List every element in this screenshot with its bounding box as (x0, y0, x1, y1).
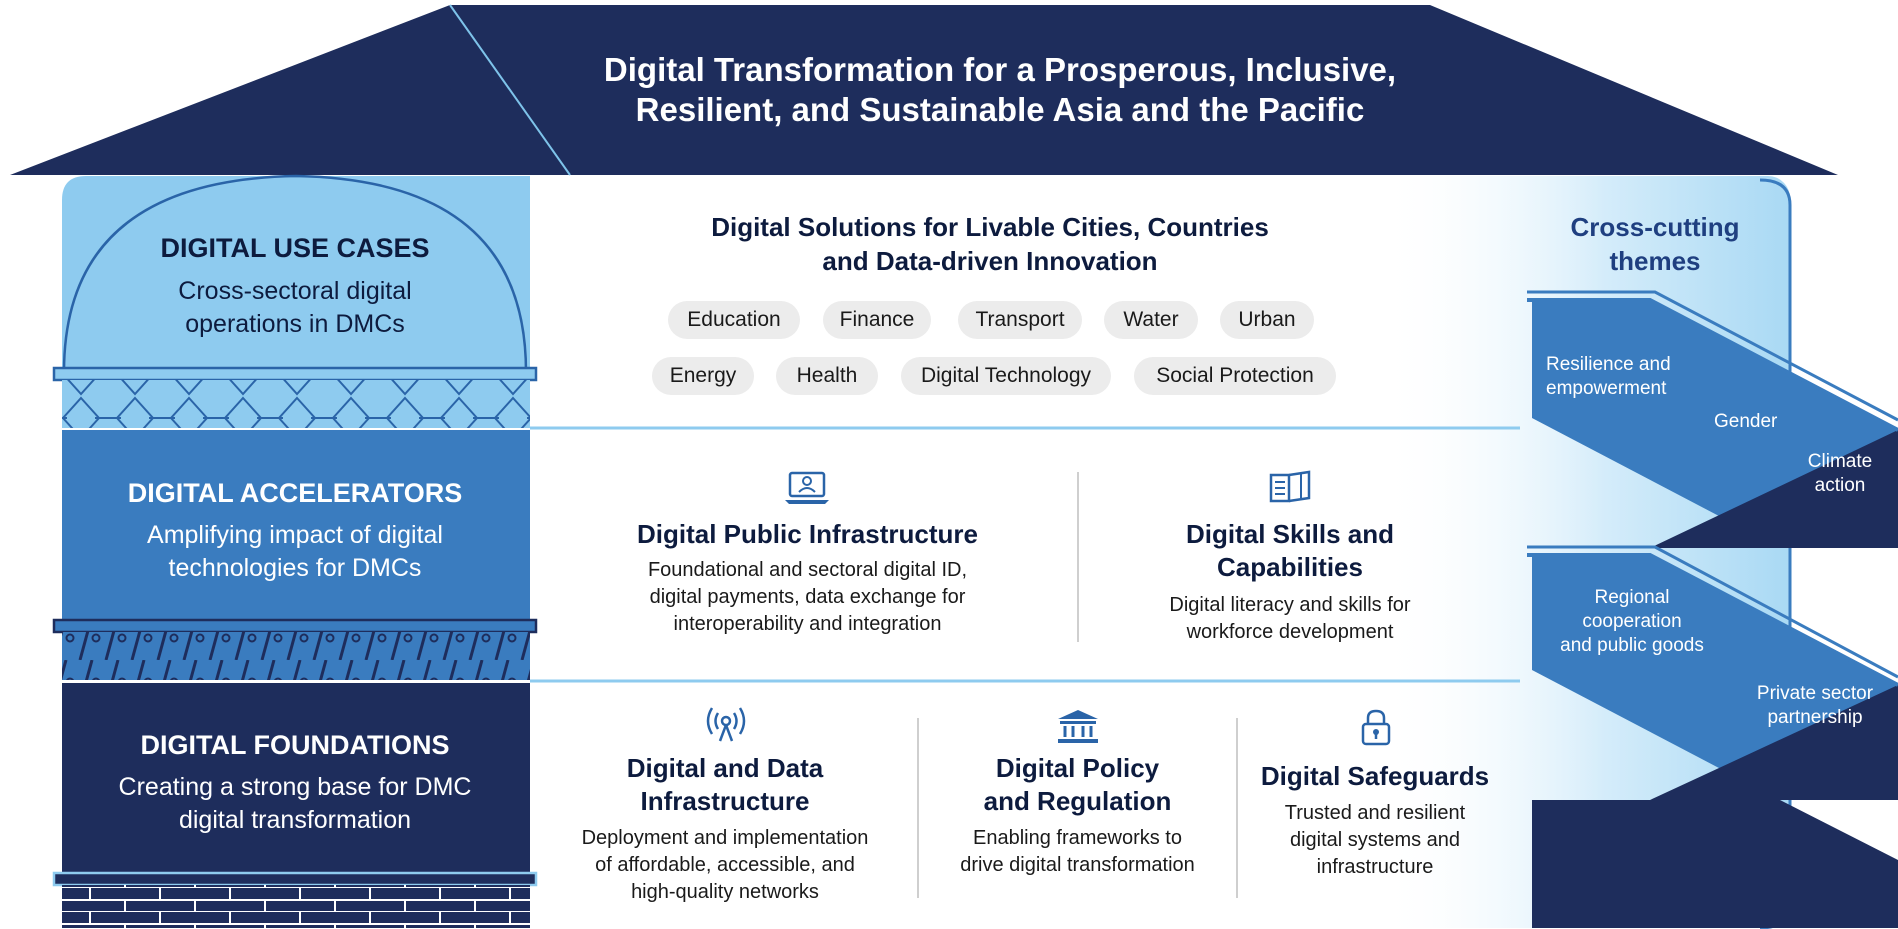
theme-gender: Gender (1714, 411, 1778, 432)
cross-cutting-title-line1: Cross-cutting (1570, 212, 1740, 242)
sector-pill-transport: Transport (958, 301, 1082, 339)
foundations-sub-line1: Creating a strong base for DMC (118, 773, 472, 801)
accelerators-subtitle: Amplifying impact of digital technologie… (60, 519, 530, 585)
infra-title: Digital and Data Infrastructure (560, 752, 890, 818)
sector-pill-energy: Energy (652, 357, 754, 395)
theme-climate: Climate action (1790, 450, 1890, 498)
foundations-subtitle: Creating a strong base for DMC digital t… (60, 771, 530, 837)
skills-title: Digital Skills and Capabilities (1120, 518, 1460, 584)
theme-private-line1: Private sector (1756, 683, 1874, 704)
infra-description: Deployment and implementation of afforda… (555, 825, 895, 906)
sector-pill-social-protection: Social Protection (1134, 357, 1336, 395)
skills-description: Digital literacy and skills for workforc… (1120, 592, 1460, 646)
antenna-icon (706, 707, 746, 742)
accelerators-heading: DIGITAL ACCELERATORS (127, 478, 463, 508)
upper-stair (1527, 290, 1898, 548)
theme-private-sector: Private sector partnership (1740, 682, 1890, 730)
foundations-sub-line2: digital transformation (178, 806, 412, 834)
roof-title-line2: Resilient, and Sustainable Asia and the … (635, 91, 1365, 128)
sector-pill-water: Water (1104, 301, 1198, 339)
foundations-ledge (52, 871, 538, 887)
infra-title-line1: Digital and Data (626, 753, 824, 783)
theme-resilience-line1: Resilience and (1546, 354, 1671, 375)
dpi-description: Foundational and sectoral digital ID, di… (600, 557, 1015, 638)
use-cases-subtitle: Cross-sectoral digital operations in DMC… (60, 275, 530, 341)
use-cases-tier (62, 176, 530, 428)
roof-divider-line (449, 4, 571, 176)
laptop-user-icon (785, 471, 829, 504)
safeguards-desc-line2: digital systems and (1289, 829, 1461, 851)
roof-shape (10, 5, 1838, 175)
sector-pill-urban: Urban (1220, 301, 1314, 339)
use-cases-sub-line1: Cross-sectoral digital (178, 277, 412, 305)
use-cases-heading: DIGITAL USE CASES (160, 233, 430, 263)
use-cases-pattern (62, 380, 530, 428)
dpi-desc-line1: Foundational and sectoral digital ID, (647, 559, 968, 581)
foundations-heading: DIGITAL FOUNDATIONS (140, 730, 450, 760)
sector-pill-health: Health (776, 357, 878, 395)
safeguards-description: Trusted and resilient digital systems an… (1250, 800, 1500, 881)
theme-regional: Regional cooperation and public goods (1536, 586, 1728, 658)
sector-pill-digital-technology: Digital Technology (901, 357, 1111, 395)
theme-regional-line1: Regional (1594, 587, 1670, 608)
solutions-title: Digital Solutions for Livable Cities, Co… (600, 210, 1380, 278)
theme-regional-line2: cooperation (1582, 611, 1682, 632)
roof-title-line1: Digital Transformation for a Prosperous,… (603, 51, 1397, 88)
skills-title-line2: Capabilities (1217, 552, 1363, 582)
skills-title-line1: Digital Skills and (1185, 519, 1395, 549)
foundations-pattern (62, 885, 530, 928)
solutions-title-line2: and Data-driven Innovation (822, 246, 1158, 276)
dpi-title: Digital Public Infrastructure (637, 519, 978, 549)
cross-cutting-title-line2: themes (1609, 246, 1701, 276)
theme-climate-line1: Climate (1807, 451, 1873, 472)
infra-desc-line3: high-quality networks (631, 881, 819, 903)
use-cases-sub-line2: operations in DMCs (185, 310, 405, 338)
sector-pill-finance: Finance (823, 301, 931, 339)
policy-desc-line1: Enabling frameworks to (973, 827, 1182, 849)
book-icon (1269, 470, 1311, 503)
use-cases-dome (62, 174, 528, 373)
theme-regional-line3: and public goods (1560, 635, 1704, 656)
infra-desc-line1: Deployment and implementation (581, 827, 869, 849)
accelerators-sub-line2: technologies for DMCs (168, 554, 422, 582)
infra-desc-line2: of affordable, accessible, and (595, 854, 855, 876)
theme-resilience-line2: empowerment (1546, 378, 1667, 399)
policy-title-line2: and Regulation (983, 786, 1172, 816)
theme-resilience: Resilience and empowerment (1546, 353, 1671, 401)
safeguards-desc-line1: Trusted and resilient (1284, 802, 1466, 824)
theme-climate-line2: action (1814, 475, 1866, 496)
cross-cutting-title: Cross-cutting themes (1540, 210, 1770, 278)
roof-title: Digital Transformation for a Prosperous,… (500, 50, 1500, 130)
theme-private-line2: partnership (1767, 707, 1863, 728)
accelerators-sub-line1: Amplifying impact of digital (147, 521, 443, 549)
policy-title: Digital Policy and Regulation (930, 752, 1225, 818)
institution-icon (1058, 710, 1098, 743)
policy-description: Enabling frameworks to drive digital tra… (930, 825, 1225, 879)
sector-pill-education: Education (668, 301, 800, 339)
infra-title-line2: Infrastructure (640, 786, 810, 816)
skills-desc-line1: Digital literacy and skills for (1169, 594, 1411, 616)
policy-title-line1: Digital Policy (995, 753, 1160, 783)
policy-desc-line2: drive digital transformation (960, 854, 1195, 876)
foundations-tier (62, 683, 530, 928)
accelerators-ledge (52, 618, 538, 634)
lower-stair (1527, 545, 1898, 928)
dpi-desc-line3: interoperability and integration (673, 613, 942, 635)
solutions-title-line1: Digital Solutions for Livable Cities, Co… (711, 212, 1269, 242)
use-cases-ledge (52, 366, 538, 382)
dpi-desc-line2: digital payments, data exchange for (649, 586, 966, 608)
lock-icon (1361, 709, 1391, 746)
accelerators-pattern (62, 632, 530, 680)
skills-desc-line2: workforce development (1186, 621, 1394, 643)
safeguards-desc-line3: infrastructure (1316, 856, 1434, 878)
safeguards-title: Digital Safeguards (1260, 761, 1490, 791)
